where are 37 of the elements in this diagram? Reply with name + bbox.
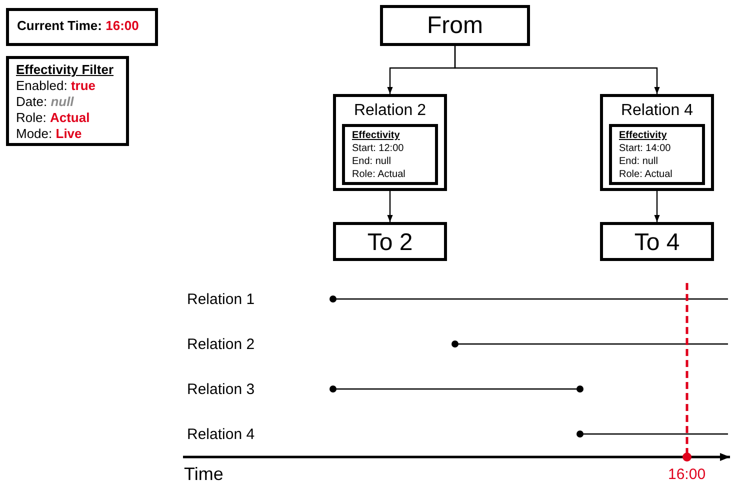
node-title: To 4 [633, 228, 681, 258]
effectivity-field: Start: 14:00 [619, 142, 695, 155]
current-time-text: Current Time: 16:00 [17, 18, 140, 33]
effectivity-box [342, 124, 438, 185]
effectivity-field: Start: 12:00 [352, 142, 428, 155]
effectivity-title: Effectivity [352, 129, 401, 142]
filter-setting: Role: Actual [16, 110, 91, 126]
info-box [6, 8, 158, 46]
effectivity-field: End: null [352, 155, 428, 168]
filter-setting: Date: null [16, 94, 75, 110]
effectivity-box [609, 124, 705, 185]
node-box [600, 222, 714, 261]
effectivity-field: Role: Actual [619, 168, 695, 181]
row-label: Relation 3 [187, 381, 255, 398]
filter-panel [6, 56, 129, 146]
node-title: From [426, 11, 484, 41]
arrow [654, 191, 660, 222]
relation-box [333, 94, 447, 191]
row-label: Relation 4 [187, 426, 255, 443]
node-title: To 2 [366, 228, 414, 258]
axis-title: Time [184, 464, 224, 485]
row-label: Relation 2 [187, 336, 255, 353]
node-box [333, 222, 447, 261]
effectivity-field: End: null [619, 155, 695, 168]
filter-setting: Enabled: true [16, 78, 96, 94]
effectivity-title: Effectivity [619, 129, 668, 142]
node-box [380, 5, 530, 46]
filter-setting: Mode: Live [16, 126, 83, 142]
relation-box [600, 94, 714, 191]
relation-title: Relation 2 [352, 101, 428, 121]
arrow [454, 46, 660, 94]
row-label: Relation 1 [187, 291, 255, 308]
relation-title: Relation 4 [620, 101, 694, 121]
effectivity-field: Role: Actual [352, 168, 428, 181]
time-marker-label: 16:00 [668, 466, 706, 483]
arrow [387, 191, 393, 222]
panel-title: Effectivity Filter [16, 62, 115, 78]
